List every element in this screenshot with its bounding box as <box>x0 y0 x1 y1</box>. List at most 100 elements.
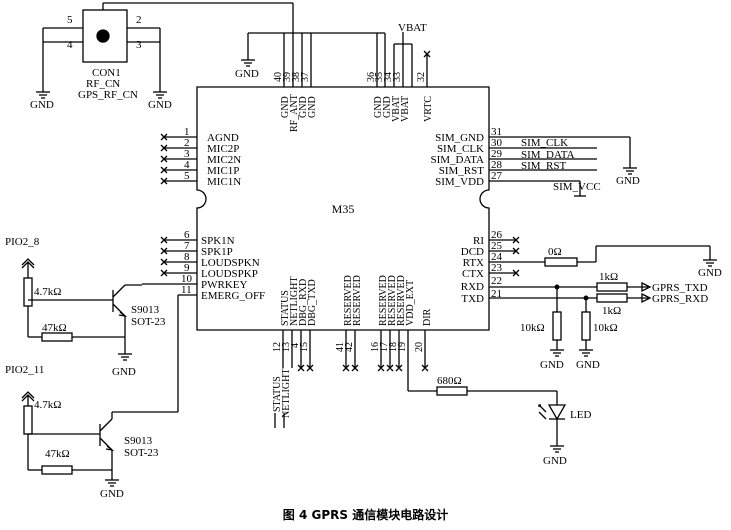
right-pin-name: RTX <box>463 257 484 269</box>
q2-model: S9013 <box>124 435 153 447</box>
gnd-symbol <box>153 91 167 99</box>
resistor-led <box>436 386 468 396</box>
bottom-pin-name: RESERVED <box>396 275 407 326</box>
bottom-pin-num: 12 <box>272 342 283 352</box>
top-pin-name: GND <box>373 96 384 118</box>
connector-pin-3: 3 <box>136 39 142 51</box>
bottom-pin-name: DBG_RXD <box>298 279 309 326</box>
bottom-pin-num: 41 <box>335 342 346 352</box>
r-base2-value: 47kΩ <box>45 448 70 460</box>
right-pin-name: SIM_VDD <box>435 176 484 188</box>
left-pin-name: LOUDSPKN <box>201 257 260 269</box>
bottom-pin-num: 19 <box>397 342 408 352</box>
left-pin-num: 1 <box>184 126 190 138</box>
gnd-label: GND <box>100 488 124 500</box>
left-pin-num: 4 <box>184 159 190 171</box>
vbat-label: VBAT <box>398 22 427 34</box>
top-pin-name: GND <box>280 96 291 118</box>
q2-package: SOT-23 <box>124 447 159 459</box>
right-pin-num: 21 <box>491 288 502 300</box>
right-pin-num: 22 <box>491 275 502 287</box>
left-pin-name: LOUDSPKP <box>201 268 258 280</box>
left-pin-num: 2 <box>184 137 190 149</box>
resistor-pio2-8 <box>23 277 33 307</box>
gnd-symbol <box>623 167 637 175</box>
top-pin-name: RF_ANT <box>289 94 300 132</box>
sim-data-net: SIM_DATA <box>521 149 575 161</box>
gnd-symbol <box>241 59 255 67</box>
bottom-pin-num: 20 <box>414 342 425 352</box>
resistor-rtx <box>544 257 578 267</box>
top-pin-name: VBAT <box>400 96 411 122</box>
sim-rst-net: SIM_RST <box>521 160 567 172</box>
connector-name: CON1 <box>92 67 121 79</box>
bottom-pin-num: 42 <box>344 342 355 352</box>
right-pin-num: 25 <box>491 240 503 252</box>
led-label: LED <box>570 409 591 421</box>
bottom-pin-name: STATUS <box>280 290 291 326</box>
bottom-pin-num: 13 <box>281 342 292 352</box>
top-pin-num: 38 <box>291 72 302 82</box>
gnd-label: GND <box>30 99 54 111</box>
gnd-label: GND <box>616 175 640 187</box>
gnd-label: GND <box>576 359 600 371</box>
gnd-label: GND <box>148 99 172 111</box>
bottom-pin-name: RESERVED <box>378 275 389 326</box>
sim-vcc-net: SIM_VCC <box>553 181 601 193</box>
left-pin-num: 10 <box>181 273 193 285</box>
right-pin-num: 24 <box>491 251 503 263</box>
left-pin-name: AGND <box>207 132 239 144</box>
left-pin-name: SPK1P <box>201 246 233 258</box>
led-symbol <box>547 404 567 421</box>
bottom-pin-num: 16 <box>370 342 381 352</box>
gnd-label: GND <box>698 267 722 279</box>
gprs-module-schematic: M35 5 2 4 3 CON1 RF_CN GPS_RF_CN GND GND… <box>5 2 722 500</box>
right-pin-name: TXD <box>461 293 484 305</box>
top-pin-num: 37 <box>300 72 311 82</box>
gnd-label: GND <box>112 366 136 378</box>
rf-connector-body <box>82 9 128 63</box>
right-pin-name: SIM_RST <box>439 165 485 177</box>
r-pd1-value: 10kΩ <box>520 322 545 334</box>
r-led-value: 680Ω <box>437 375 462 387</box>
gnd-label: GND <box>540 359 564 371</box>
top-pin-num: 40 <box>273 72 284 82</box>
bottom-pin-name: DIR <box>422 308 433 326</box>
top-pin-name: GND <box>382 96 393 118</box>
connector-pin-2: 2 <box>136 14 142 26</box>
gprs-rxd-net: GPRS_RXD <box>652 293 708 305</box>
rf-connector-center <box>96 29 110 43</box>
bottom-pin-num: 18 <box>388 342 399 352</box>
bottom-pin-name: NETLIGHT <box>289 277 300 326</box>
netlight-net-label: NETLIGHT <box>281 369 292 418</box>
right-pin-name: SIM_CLK <box>437 143 484 155</box>
top-pin-num: 34 <box>383 72 394 82</box>
left-pin-num: 5 <box>184 170 190 182</box>
gnd-label: GND <box>543 455 567 467</box>
r-pd2-value: 10kΩ <box>593 322 618 334</box>
left-pin-num: 9 <box>184 262 190 274</box>
top-pin-name: GND <box>307 96 318 118</box>
right-pin-name: CTX <box>462 268 484 280</box>
bottom-pin-num: 4 <box>290 343 301 348</box>
resistor-rxd-series <box>596 282 628 292</box>
r-series-value: 1kΩ <box>599 271 618 283</box>
right-pin-num: 30 <box>491 137 503 149</box>
resistor-base-1 <box>41 332 73 342</box>
bottom-pin-num: 17 <box>379 342 390 352</box>
right-pin-num: 26 <box>491 229 503 241</box>
right-pin-num: 28 <box>491 159 503 171</box>
status-net-label: STATUS <box>272 376 283 412</box>
top-pin-num: 39 <box>282 72 293 82</box>
left-pin-num: 11 <box>181 284 192 296</box>
connector-label: GPS_RF_CN <box>78 89 138 101</box>
chip-name: M35 <box>332 202 355 216</box>
left-pin-name: EMERG_OFF <box>201 290 265 302</box>
bottom-pin-name: VDD_EXT <box>405 280 416 326</box>
top-pin-num: 32 <box>416 72 427 82</box>
top-pin-num: 33 <box>392 72 403 82</box>
left-pin-num: 8 <box>184 251 190 263</box>
bottom-pin-name: RESERVED <box>343 275 354 326</box>
resistor-pulldown-1 <box>552 311 562 341</box>
left-pin-name: MIC2P <box>207 143 239 155</box>
